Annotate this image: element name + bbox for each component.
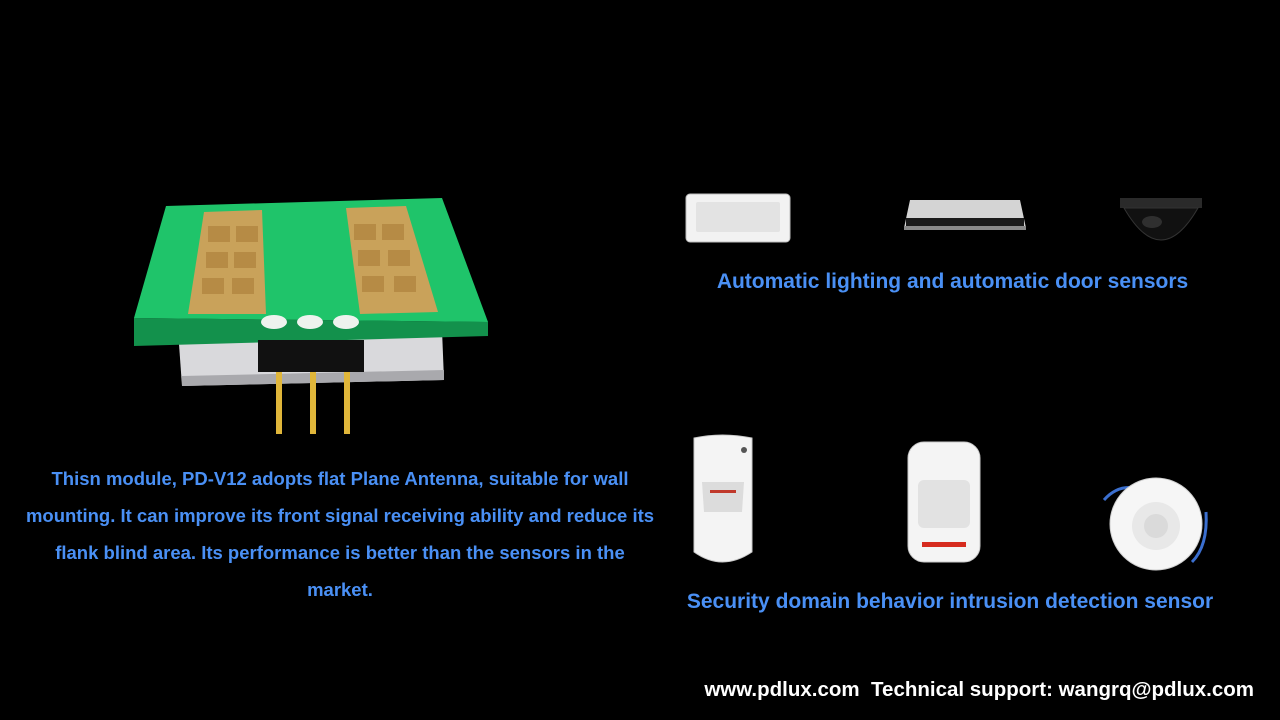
pir-detector-image [906, 440, 982, 566]
ceiling-pir-sensor-image [1100, 476, 1210, 572]
support-email[interactable]: Technical support: wangrq@pdlux.com [871, 678, 1254, 701]
ceiling-light-sensor-image [684, 192, 792, 244]
footer: www.pdlux.com Technical support: wangrq@… [704, 678, 1254, 702]
dome-sensor-image [1118, 196, 1204, 252]
website-link[interactable]: www.pdlux.com [704, 678, 860, 701]
module-description: Thisn module, PD-V12 adopts flat Plane A… [25, 468, 655, 600]
door-sensor-image [902, 198, 1028, 234]
radar-module-image [130, 190, 500, 440]
pir-wall-sensor-image [688, 432, 758, 570]
lighting-caption: Automatic lighting and automatic door se… [716, 270, 1189, 293]
security-caption: Security domain behavior intrusion detec… [686, 590, 1214, 613]
